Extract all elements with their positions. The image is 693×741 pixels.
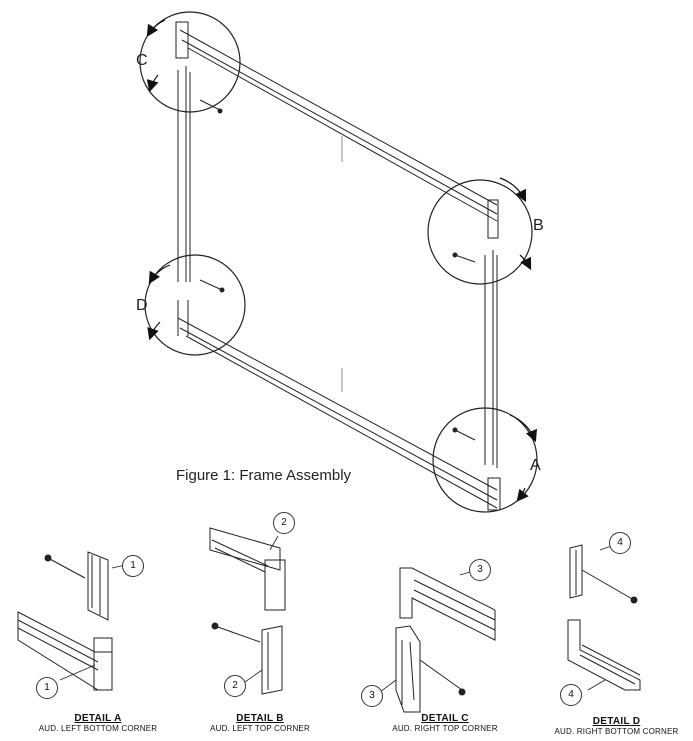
detail-a-heading: DETAIL A — [74, 713, 122, 724]
callout-d: D — [136, 297, 148, 314]
frame — [175, 21, 501, 511]
screws — [199, 99, 476, 441]
callout-c: C — [136, 52, 148, 69]
detail-a-caption: AUD. LEFT BOTTOM CORNER — [38, 724, 158, 733]
detail-c-caption: AUD. RIGHT TOP CORNER — [392, 724, 498, 733]
detail-d-drawing — [567, 544, 641, 691]
detail-d-heading: DETAIL D — [592, 716, 641, 727]
part-number-4: 4 — [609, 532, 631, 554]
figure-title: Figure 1: Frame Assembly — [176, 467, 352, 484]
part-number-2: 2 — [273, 512, 295, 534]
detail-c-heading: DETAIL C — [421, 713, 469, 724]
part-number-1: 1 — [122, 555, 144, 577]
detail-circles — [139, 11, 538, 513]
detail-d-caption: AUD. RIGHT BOTTOM CORNER — [554, 727, 679, 736]
detail-b-drawing — [209, 527, 286, 695]
part-number-3: 3 — [469, 559, 491, 581]
detail-c-drawing — [379, 567, 496, 713]
part-number-4: 4 — [560, 684, 582, 706]
part-number-2: 2 — [224, 675, 246, 697]
detail-d-label: DETAIL D AUD. RIGHT BOTTOM CORNER — [540, 716, 693, 736]
detail-c-label: DETAIL C AUD. RIGHT TOP CORNER — [350, 713, 540, 733]
detail-a-drawing — [17, 551, 131, 691]
detail-b-heading: DETAIL B — [236, 713, 284, 724]
callout-b: B — [533, 217, 544, 234]
rotation-arrows — [146, 19, 537, 502]
part-number-3: 3 — [361, 685, 383, 707]
callout-a: A — [530, 457, 541, 474]
detail-a-label: DETAIL A AUD. LEFT BOTTOM CORNER — [0, 713, 196, 733]
detail-b-label: DETAIL B AUD. LEFT TOP CORNER — [170, 713, 350, 733]
part-number-1: 1 — [36, 677, 58, 699]
detail-b-caption: AUD. LEFT TOP CORNER — [210, 724, 310, 733]
